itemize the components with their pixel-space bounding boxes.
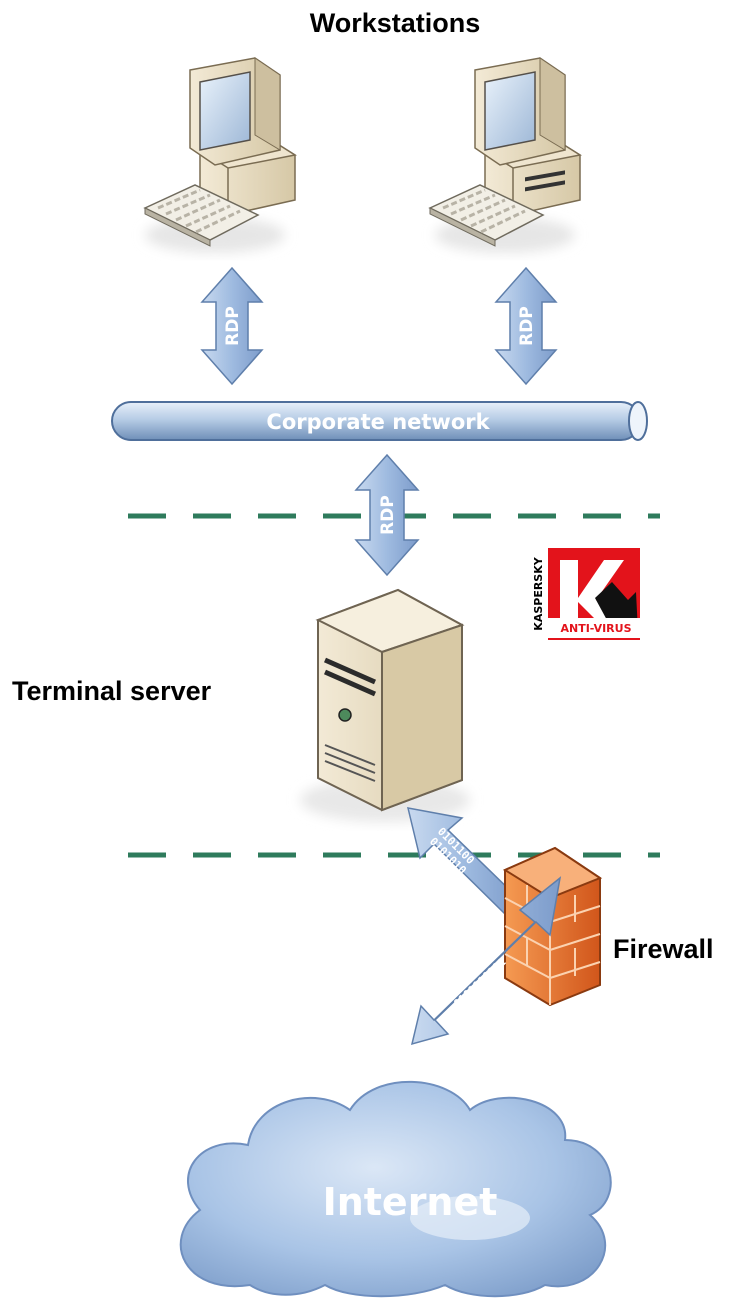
corporate-network-label: Corporate network	[266, 410, 490, 434]
rdp-label-left: RDP	[223, 306, 243, 346]
rdp-arrow-right: RDP	[494, 266, 558, 386]
kaspersky-brand-text: KASPERSKY	[532, 556, 545, 630]
workstation-right-icon	[428, 57, 583, 253]
workstations-title: Workstations	[310, 8, 481, 38]
rdp-label-server: RDP	[378, 495, 398, 535]
kaspersky-antivirus-logo: KASPERSKY ANTI-VIRUS	[532, 548, 640, 640]
internet-cloud-icon: Internet	[179, 1080, 612, 1298]
workstation-left-icon	[143, 57, 298, 253]
rdp-arrow-left: RDP	[200, 266, 264, 386]
terminal-server-label: Terminal server	[12, 676, 212, 706]
internet-label: Internet	[323, 1180, 498, 1224]
data-arrow-upper: 0101100 0101010	[407, 807, 522, 916]
firewall-label: Firewall	[613, 934, 714, 964]
rdp-arrow-server: RDP	[354, 453, 420, 577]
terminal-server-icon	[300, 588, 470, 822]
kaspersky-product-text: ANTI-VIRUS	[560, 622, 631, 635]
corporate-network-pipe: Corporate network	[111, 401, 648, 441]
firewall-icon	[502, 846, 603, 1007]
rdp-label-right: RDP	[517, 306, 537, 346]
